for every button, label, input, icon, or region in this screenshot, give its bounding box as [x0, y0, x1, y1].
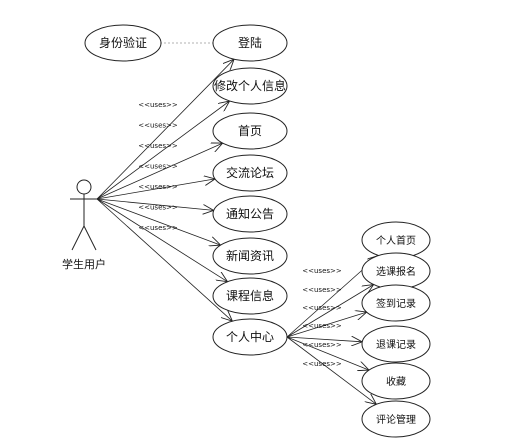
association-line: [286, 285, 374, 338]
sub-use-case: [361, 284, 431, 322]
use-case-label: 登陆: [238, 35, 262, 50]
stereotype-label: <<uses>>: [138, 224, 178, 232]
sub-use-case: [361, 362, 431, 400]
actor-label: 学生用户: [62, 257, 106, 271]
sub-use-case: [361, 400, 431, 438]
stereotype-label: <<uses>>: [138, 142, 178, 150]
use-case: [212, 237, 288, 275]
actor-right-leg: [83, 225, 97, 251]
association-line: [96, 198, 221, 245]
use-case-label: 首页: [238, 124, 262, 138]
identity-check-group: 身份验证: [84, 24, 214, 62]
stereotype-label: <<uses>>: [302, 341, 342, 349]
association-line: [96, 198, 232, 321]
stereotype-label: <<uses>>: [138, 163, 178, 171]
stereotype-label: <<uses>>: [138, 183, 178, 191]
use-case-identity-check-label: 身份验证: [99, 35, 147, 50]
use-case-label: 修改个人信息: [214, 78, 286, 93]
stereotype-label: <<uses>>: [302, 267, 342, 275]
sub-use-case-label: 选课报名: [376, 265, 416, 278]
actor-left-leg: [71, 225, 85, 251]
association-line: [286, 336, 376, 404]
use-case-identity-check: [84, 24, 162, 62]
association-line: [286, 336, 369, 370]
use-case: [212, 112, 288, 150]
sub-use-case-label: 评论管理: [376, 413, 416, 426]
stereotype-label: <<uses>>: [302, 360, 342, 368]
use-case: [212, 154, 288, 192]
association-line: [286, 312, 367, 338]
use-case: [212, 277, 288, 315]
sub-use-case-label: 签到记录: [376, 297, 416, 310]
use-case-label: 新闻资讯: [226, 248, 274, 263]
stereotype-label: <<uses>>: [302, 322, 342, 330]
association-line: [96, 59, 234, 200]
stereotype-label: <<uses>>: [302, 286, 342, 294]
sub-use-case-label: 收藏: [386, 375, 406, 388]
sub-use-case-label: 个人首页: [376, 234, 416, 247]
actor-student: 学生用户: [62, 179, 106, 271]
stereotype-label: <<uses>>: [138, 122, 178, 130]
use-case: [212, 67, 288, 105]
association-line: [96, 198, 214, 210]
stereotype-label: <<uses>>: [138, 101, 178, 109]
association-line: [96, 143, 223, 200]
sub-use-case-label: 退课记录: [376, 339, 416, 351]
use-case: [212, 195, 288, 233]
use-case: [212, 24, 288, 62]
use-case-label: 交流论坛: [226, 165, 274, 180]
use-case-label: 通知公告: [226, 207, 274, 221]
sub-use-case: [361, 325, 431, 363]
stereotype-label: <<uses>>: [138, 204, 178, 212]
use-case-label: 个人中心: [226, 329, 274, 344]
association-line: [96, 179, 215, 200]
actor-head: [76, 179, 92, 195]
association-line: [286, 337, 362, 342]
main-use-cases: 登陆 <<uses>> 修改个人信息 <<uses>> 首页 <<uses>> 交流论坛 <<…: [96, 24, 288, 356]
association-line: [96, 198, 228, 282]
stereotype-label: <<uses>>: [302, 304, 342, 312]
personal-center-sub-use-cases: <<uses>> 个人首页 <<uses>> 选课报名 <<uses>> 签到记录 <<us…: [286, 221, 431, 438]
use-case-label: 课程信息: [226, 288, 274, 303]
association-line: [96, 101, 230, 200]
